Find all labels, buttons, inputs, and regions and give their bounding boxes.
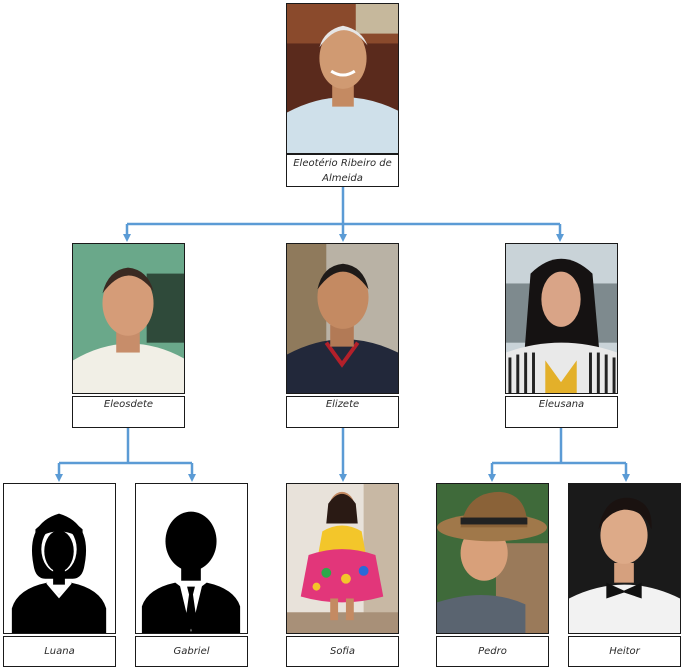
grandchild-name-label-luana: Luana bbox=[3, 636, 116, 667]
boy-straw-hat-photo bbox=[437, 484, 548, 633]
grandchild-name-label-heitor: Heitor bbox=[568, 636, 681, 667]
child-photo-eleusana bbox=[505, 243, 618, 394]
child-name-label-eleosdete: Eleosdete bbox=[72, 396, 185, 428]
girl-festive-dress-photo bbox=[287, 484, 398, 633]
child-name-label-elizete: Elizete bbox=[286, 396, 399, 428]
man-white-shirt-photo bbox=[73, 244, 184, 393]
female-silhouette-icon bbox=[4, 484, 115, 633]
grandchild-name-label-gabriel: Gabriel bbox=[135, 636, 248, 667]
grandchild-photo-heitor bbox=[568, 483, 681, 634]
grandchild-name-label-pedro: Pedro bbox=[436, 636, 549, 667]
root-photo bbox=[286, 3, 399, 154]
male-silhouette-icon bbox=[136, 484, 247, 633]
grandchild-photo-pedro bbox=[436, 483, 549, 634]
grandchild-photo-luana bbox=[3, 483, 116, 634]
elderly-man-photo bbox=[287, 4, 398, 153]
grandchild-photo-gabriel bbox=[135, 483, 248, 634]
grandchild-name-label-sofia: Sofia bbox=[286, 636, 399, 667]
child-photo-eleosdete bbox=[72, 243, 185, 394]
woman-striped-cardigan-photo bbox=[506, 244, 617, 393]
grandchild-photo-sofia bbox=[286, 483, 399, 634]
man-dark-polo-photo bbox=[287, 244, 398, 393]
child-photo-elizete bbox=[286, 243, 399, 394]
boy-bow-tie-photo bbox=[569, 484, 680, 633]
child-name-label-eleusana: Eleusana bbox=[505, 396, 618, 428]
root-name-label: Eleotério Ribeiro de Almeida bbox=[286, 154, 399, 187]
